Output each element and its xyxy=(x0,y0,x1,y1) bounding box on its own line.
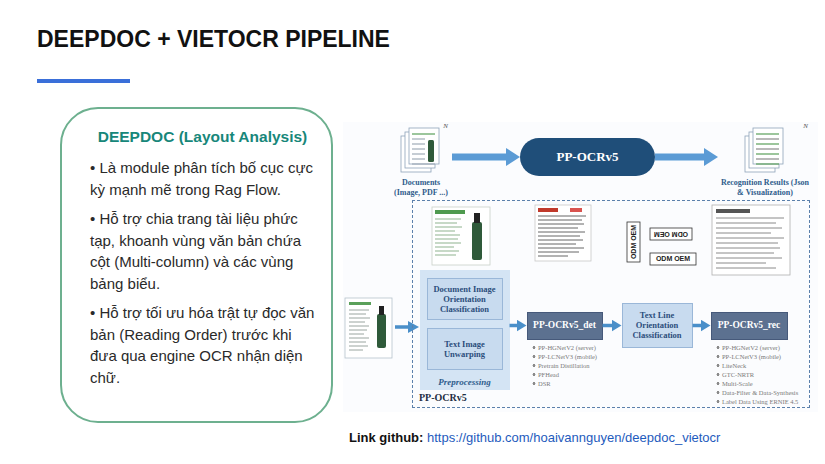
page-line xyxy=(412,143,425,144)
box-label: PP-OCRv5_det xyxy=(533,320,596,331)
process-box: Text Image Unwarping xyxy=(427,328,503,370)
sample-product-image-part xyxy=(435,210,465,214)
feature-item: Data-Filter & Data-Synthesis xyxy=(716,388,798,397)
bottle-picture xyxy=(428,140,434,162)
flow-arrow xyxy=(510,324,520,328)
page-count: N xyxy=(803,122,808,130)
sample-text: ODM OEM xyxy=(630,225,638,259)
input-image-part xyxy=(379,306,384,315)
page-line xyxy=(412,163,435,164)
flow-arrow xyxy=(452,154,510,161)
icon-label: Recognition Results (Json & Visualizatio… xyxy=(718,178,812,198)
input-arrow xyxy=(395,321,419,333)
model-box: PP-OCRv5_rec xyxy=(711,312,788,340)
link-url: https://github.com/hoaivannguyen/deepdoc… xyxy=(427,430,720,446)
document-stack: N Documents (Image, PDF ...) xyxy=(390,124,452,198)
sample-text-image-part xyxy=(538,208,558,212)
feature-item: Multi-Scale xyxy=(716,379,753,388)
title-underline xyxy=(37,79,130,83)
sample-product-image-part xyxy=(474,213,480,223)
page-line xyxy=(756,158,779,159)
input-image xyxy=(345,298,392,358)
feature-item: DSR xyxy=(532,379,551,388)
process-box: Document Image Orientation Classificatio… xyxy=(427,278,503,320)
sample-text: ODM OEM xyxy=(654,230,688,238)
sample-product-image-part xyxy=(472,222,482,260)
sample-text-image xyxy=(535,205,591,261)
page-line xyxy=(412,138,425,139)
page-line xyxy=(412,133,435,134)
page-line xyxy=(412,148,425,149)
summary-card: DEEPDOC (Layout Analysis) • Là module phâ… xyxy=(60,107,333,423)
sample-product-image-part xyxy=(435,219,462,255)
input-image-part xyxy=(349,310,370,350)
page-line xyxy=(412,153,425,154)
page-sheet xyxy=(753,128,783,164)
feature-item: PFHead xyxy=(532,370,559,379)
bullet-text: • Hỗ trợ tối ưu hóa trật tự đọc văn bản … xyxy=(90,302,315,388)
sample-text-image-part xyxy=(538,216,586,256)
model-box: PP-OCRv5_det xyxy=(527,312,603,340)
rotated-text-samples-part xyxy=(627,222,640,262)
page-line xyxy=(756,153,779,154)
input-image-part xyxy=(345,298,392,358)
bullet-text: • Là module phân tích bố cục cực kỳ mạnh… xyxy=(90,157,315,200)
box-label: PP-OCRv5 xyxy=(556,149,618,165)
rotated-text-samples xyxy=(627,222,696,265)
sample-text-image-part xyxy=(535,205,591,261)
icon-label: Documents (Image, PDF ...) xyxy=(390,178,452,198)
feature-item: Label Data Using ERNIE 4.5 xyxy=(716,397,798,406)
feature-item: Pretrain Distillation xyxy=(532,361,589,370)
flow-arrow xyxy=(603,324,615,328)
sample-document-image-part xyxy=(716,209,750,213)
input-image-part xyxy=(377,314,386,348)
sample-text-image-part xyxy=(570,208,582,212)
sample-product-image xyxy=(432,207,490,265)
page-line xyxy=(412,158,425,159)
feature-item: GTC-NRTR xyxy=(716,370,754,379)
frame-label: PP-OCRv5 xyxy=(419,392,467,403)
figure-background xyxy=(343,122,818,412)
rotated-text-samples-part xyxy=(650,228,692,240)
pipeline-box: PP-OCRv5 xyxy=(520,138,655,176)
box-label: Document Image Orientation Classificatio… xyxy=(431,284,499,314)
input-arrow-part xyxy=(408,321,419,333)
page-count: N xyxy=(443,122,448,130)
card-heading: DEEPDOC (Layout Analysis) xyxy=(90,127,315,147)
sample-product-image-part xyxy=(432,207,490,265)
box-label: PP-OCRv5_rec xyxy=(718,320,781,331)
process-box: Text Line Orientation Classification xyxy=(622,303,693,348)
rotated-text-samples-part xyxy=(650,253,696,265)
page-stack-icon xyxy=(718,124,812,174)
feature-item: LiteNeck xyxy=(716,361,746,370)
slide-title: DEEPDOC + VIETOCR PIPELINE xyxy=(37,25,390,53)
feature-item: PP-HGNetV2 (server) xyxy=(716,343,780,352)
feature-item: PP-LCNetV3 (mobile) xyxy=(716,352,781,361)
preprocessing-group: Preprocessing Document Image Orientation … xyxy=(420,270,510,390)
page-line xyxy=(756,138,779,139)
page-line xyxy=(756,148,779,149)
feature-item: PP-LCNetV3 (mobile) xyxy=(532,352,597,361)
sample-document-image xyxy=(712,205,790,275)
group-label: Preprocessing xyxy=(420,377,510,387)
bullet-text: • Hỗ trợ chia trang tài liệu phức tạp, k… xyxy=(90,208,315,294)
flow-arrow xyxy=(693,324,704,328)
page-line xyxy=(756,163,779,164)
results-stack: N Recognition Results (Json & Visualizati… xyxy=(718,124,812,198)
page-stack-icon xyxy=(390,124,452,174)
box-label: Text Image Unwarping xyxy=(431,339,499,359)
sample-text: ODM OEM xyxy=(656,255,690,263)
link-caption: Link github: xyxy=(349,430,423,446)
feature-item: PP-HGNetV2 (server) xyxy=(532,343,596,352)
page-line xyxy=(756,143,779,144)
page-sheet xyxy=(409,128,439,164)
box-label: Text Line Orientation Classification xyxy=(626,310,689,340)
sample-document-image-part xyxy=(716,218,784,268)
input-image-part xyxy=(349,302,371,305)
sample-document-image-part xyxy=(712,205,790,275)
page-line xyxy=(756,133,779,134)
flow-arrow xyxy=(655,154,708,161)
